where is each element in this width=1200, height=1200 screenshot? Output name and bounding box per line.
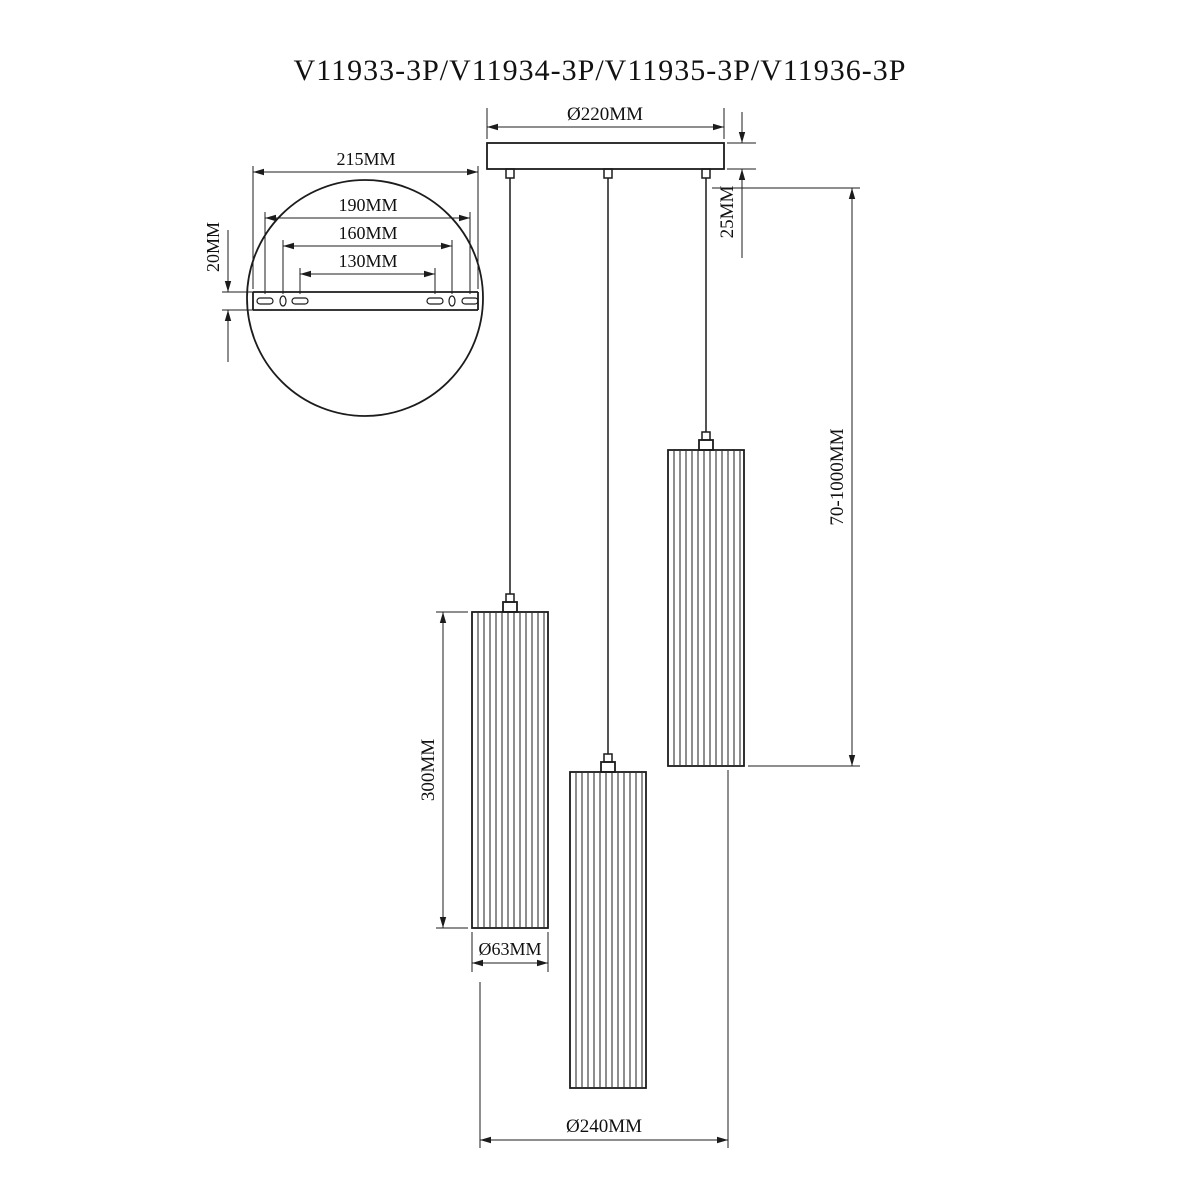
shade-right: [667, 431, 745, 767]
dim-hole-spacing-outer: 190MM: [264, 195, 471, 294]
canopy-thickness-label: 25MM: [717, 186, 738, 239]
shade-middle: [569, 753, 647, 1089]
shade-length-label: 300MM: [418, 739, 439, 801]
plate-width-label: 215MM: [336, 149, 395, 169]
hole-mid-left: [279, 295, 287, 307]
hole-spacing-outer-label: 190MM: [338, 195, 397, 215]
suspension-range-label: 70-1000MM: [827, 428, 848, 525]
canopy: [486, 142, 725, 179]
dim-plate-width: 215MM: [252, 149, 479, 289]
detail-circle: [246, 179, 484, 417]
detail-view: 215MM 190MM 160MM 130MM: [203, 149, 484, 417]
slot-inner-left: [291, 297, 309, 305]
dim-shade-diameter: Ø63MM: [471, 932, 549, 972]
dim-hole-spacing-middle: 160MM: [282, 223, 453, 294]
hole-mid-right: [448, 295, 456, 307]
dim-hole-spacing-inner: 130MM: [299, 251, 436, 294]
dimension-arrows: [224, 123, 856, 1144]
shade-diameter-label: Ø63MM: [478, 939, 541, 959]
slot-outer-right: [461, 297, 479, 305]
plate-thickness-label: 20MM: [203, 222, 223, 272]
drawing-title: V11933-3P/V11934-3P/V11935-3P/V11936-3P: [294, 54, 907, 87]
suspension-cords: [509, 178, 707, 754]
dim-overall-spread: Ø240MM: [479, 770, 729, 1148]
slot-outer-left: [256, 297, 274, 305]
slot-inner-right: [426, 297, 444, 305]
overall-spread-label: Ø240MM: [566, 1116, 642, 1137]
shade-left: [471, 593, 549, 929]
dim-suspension-range: 70-1000MM: [712, 187, 860, 767]
hole-spacing-middle-label: 160MM: [338, 223, 397, 243]
dim-shade-length: 300MM: [418, 611, 468, 929]
dim-canopy-diameter: Ø220MM: [486, 104, 725, 139]
dim-canopy-thickness: 25MM: [717, 112, 756, 258]
canopy-diameter-label: Ø220MM: [567, 104, 643, 125]
hole-spacing-inner-label: 130MM: [338, 251, 397, 271]
mounting-plate: [252, 291, 479, 311]
